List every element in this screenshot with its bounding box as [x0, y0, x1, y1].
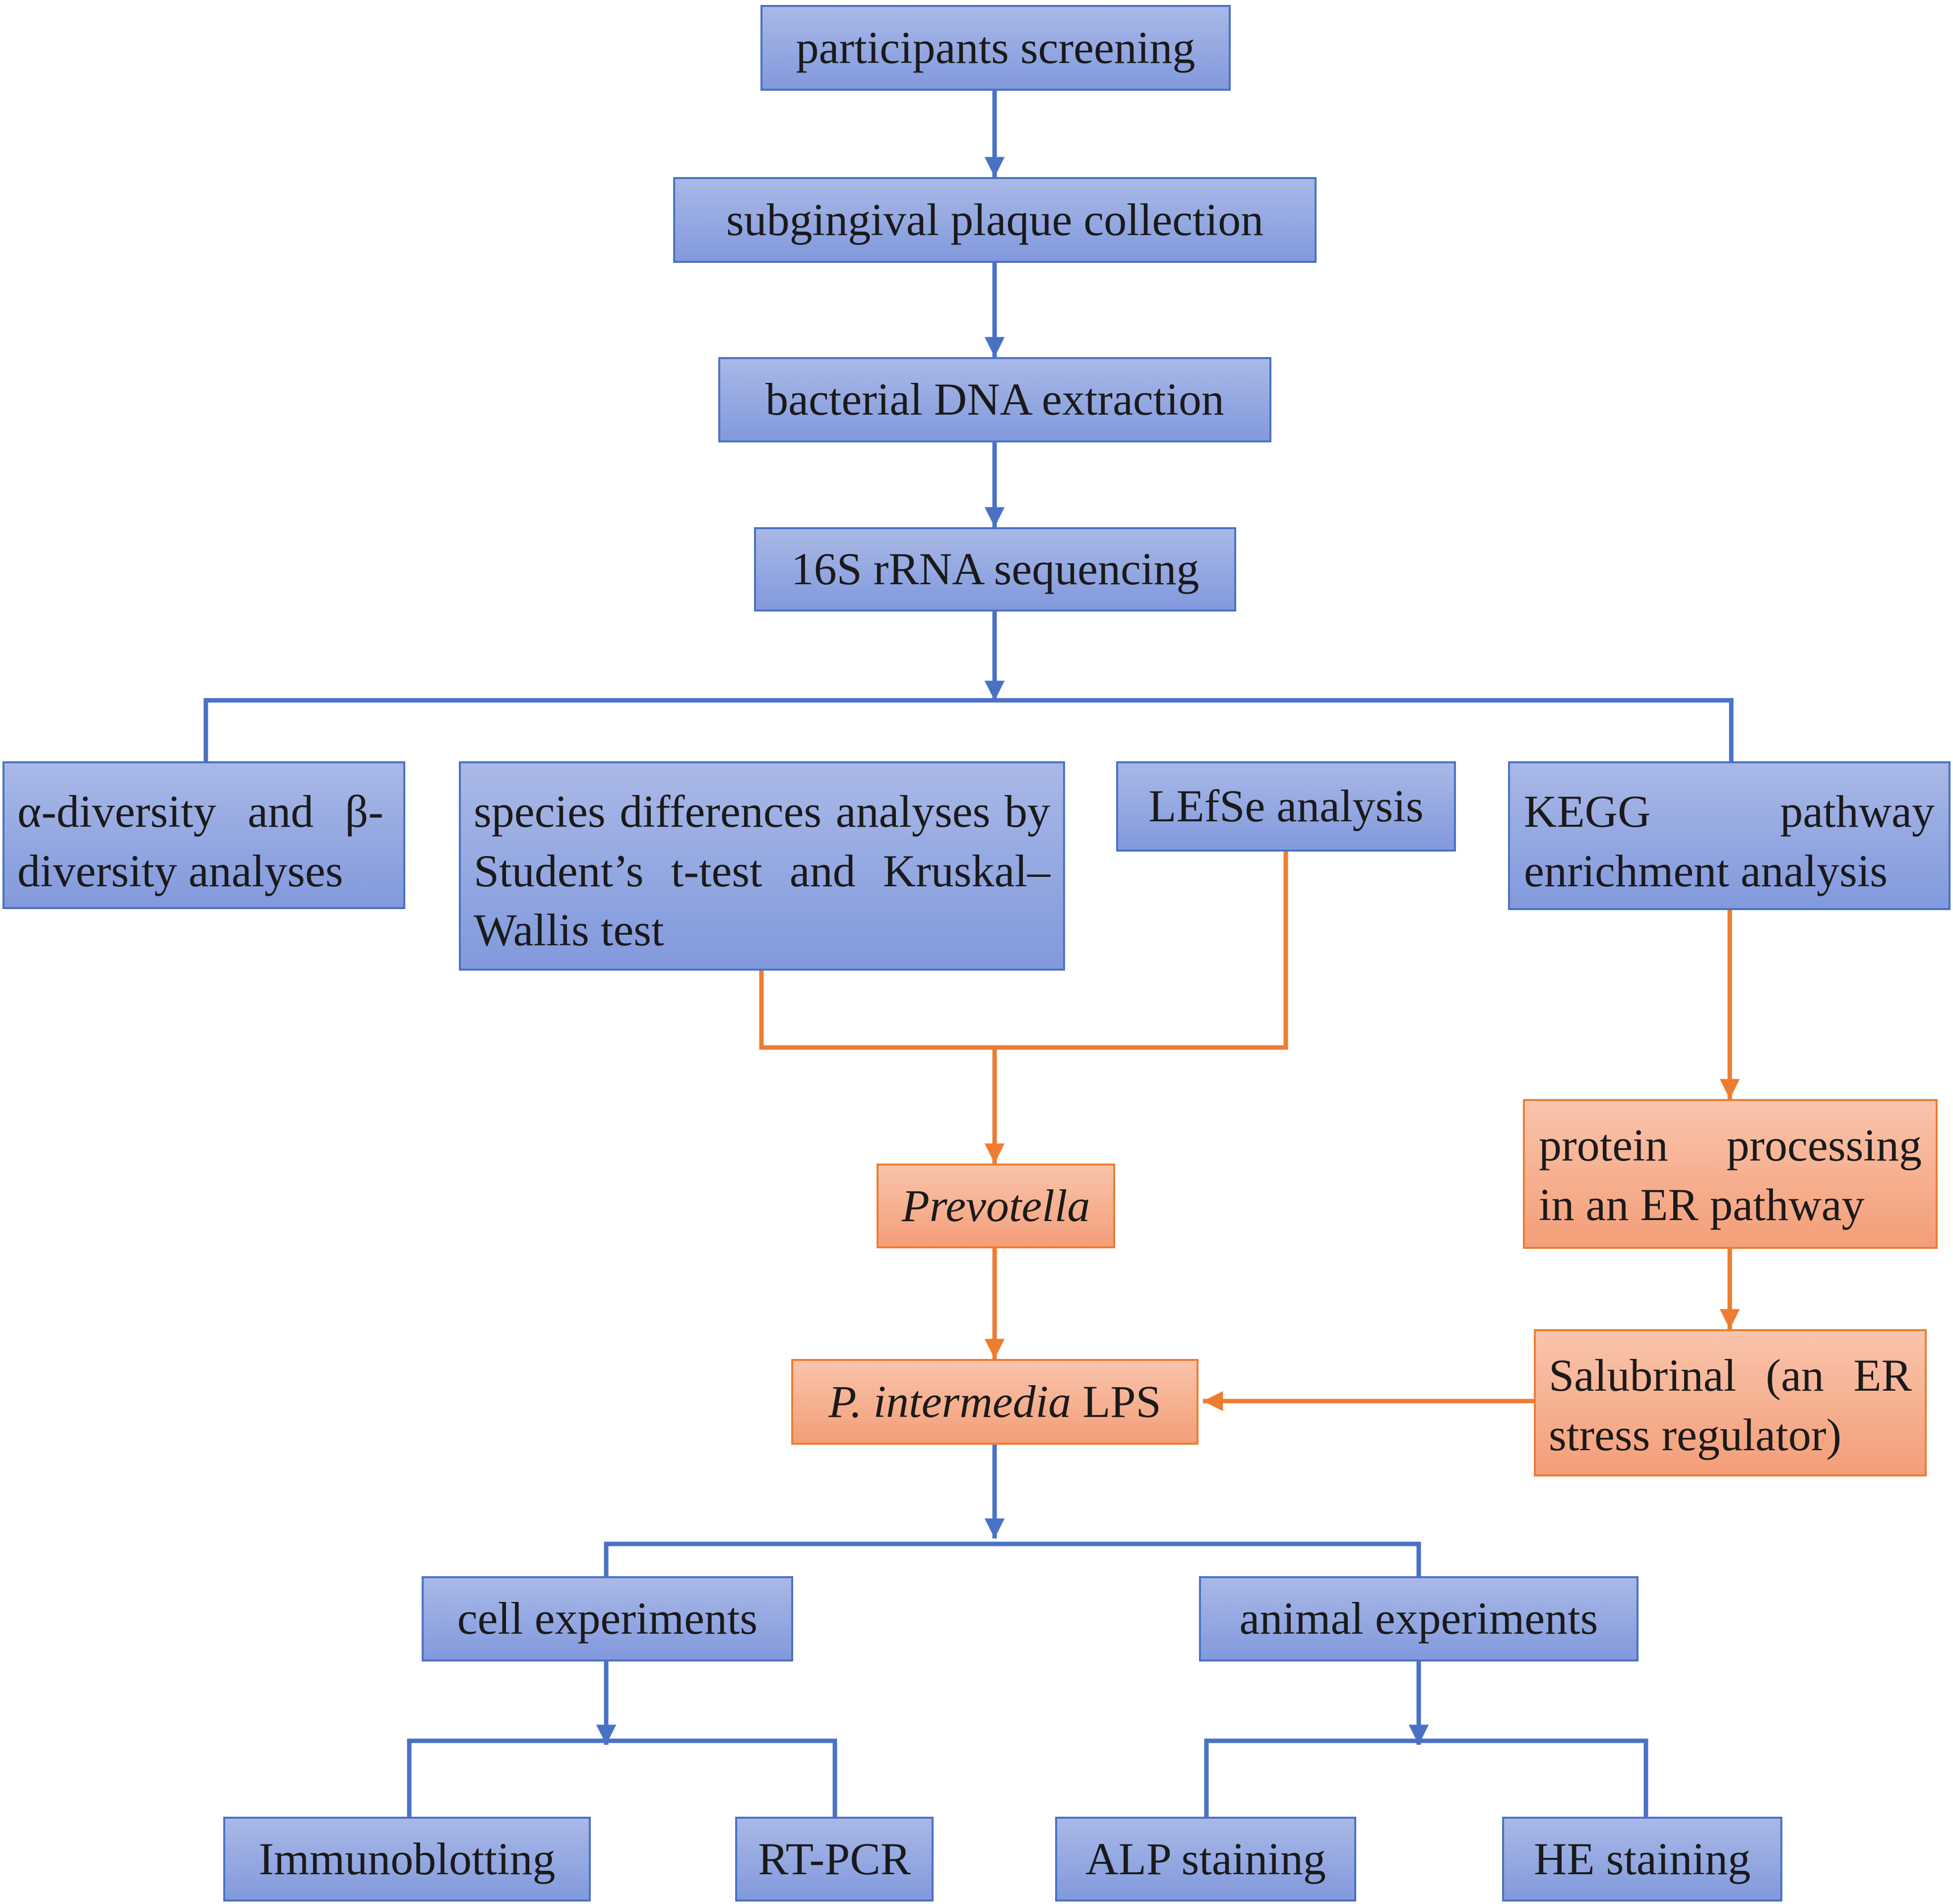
- animal-experiments-box: animal experiments: [1199, 1576, 1638, 1661]
- rt-pcr-label: RT-PCR: [757, 1833, 911, 1884]
- kegg-analysis-box: KEGG pathway enrichment analysis: [1508, 761, 1951, 910]
- he-staining-label: HE staining: [1534, 1833, 1751, 1884]
- kegg-label-line1: KEGG pathway: [1524, 786, 1935, 837]
- branch-experiments: [604, 1541, 1421, 1576]
- alp-staining-box: ALP staining: [1055, 1817, 1356, 1902]
- diversity-analyses-label: α-diversity and β-diversity analyses: [17, 786, 383, 896]
- species-differences-label: species differences analyses by Student’…: [474, 786, 1050, 956]
- diversity-analyses-box: α-diversity and β-diversity analyses: [2, 761, 405, 909]
- branch-cell: [407, 1738, 837, 1817]
- rt-pcr-box: RT-PCR: [735, 1817, 934, 1902]
- pi-lps-suffix: LPS: [1071, 1376, 1161, 1427]
- immunoblotting-label: Immunoblotting: [258, 1833, 556, 1884]
- prevotella-label: Prevotella: [901, 1180, 1090, 1231]
- alp-staining-label: ALP staining: [1085, 1833, 1326, 1884]
- he-staining-box: HE staining: [1502, 1817, 1782, 1902]
- pi-lps-box: P. intermedia LPS: [791, 1359, 1198, 1445]
- plaque-collection-box: subgingival plaque collection: [673, 177, 1317, 263]
- lefse-analysis-box: LEfSe analysis: [1116, 761, 1456, 852]
- merge-species-lefse: [759, 852, 1288, 1050]
- cell-experiments-box: cell experiments: [422, 1576, 793, 1661]
- dna-extraction-label: bacterial DNA extraction: [765, 374, 1224, 425]
- immunoblotting-box: Immunoblotting: [223, 1817, 591, 1902]
- dna-extraction-box: bacterial DNA extraction: [718, 357, 1271, 442]
- animal-experiments-label: animal experiments: [1239, 1593, 1598, 1644]
- salubrinal-label: Salubrinal (an ER stress regulator): [1549, 1350, 1912, 1460]
- rrna-sequencing-label: 16S rRNA sequencing: [791, 544, 1199, 595]
- participants-screening-label: participants screening: [796, 22, 1196, 73]
- pi-lps-species: P. intermedia: [828, 1376, 1071, 1427]
- participants-screening-box: participants screening: [760, 5, 1231, 91]
- pi-lps-label: P. intermedia LPS: [828, 1372, 1161, 1432]
- kegg-label-line2: enrichment analysis: [1524, 845, 1888, 896]
- plaque-collection-label: subgingival plaque collection: [726, 194, 1264, 245]
- branch-analyses: [203, 698, 1734, 761]
- cell-experiments-label: cell experiments: [457, 1593, 758, 1644]
- salubrinal-box: Salubrinal (an ER stress regulator): [1534, 1329, 1927, 1476]
- rrna-sequencing-box: 16S rRNA sequencing: [754, 527, 1236, 612]
- er-protein-box: protein processing in an ER pathway: [1523, 1099, 1938, 1249]
- er-protein-label-line2: in an ER pathway: [1539, 1179, 1865, 1230]
- species-differences-box: species differences analyses by Student’…: [459, 761, 1065, 971]
- branch-animal: [1204, 1738, 1648, 1817]
- er-protein-label-line1: protein processing: [1539, 1120, 1922, 1170]
- prevotella-box: Prevotella: [877, 1164, 1115, 1248]
- lefse-analysis-label: LEfSe analysis: [1148, 781, 1424, 832]
